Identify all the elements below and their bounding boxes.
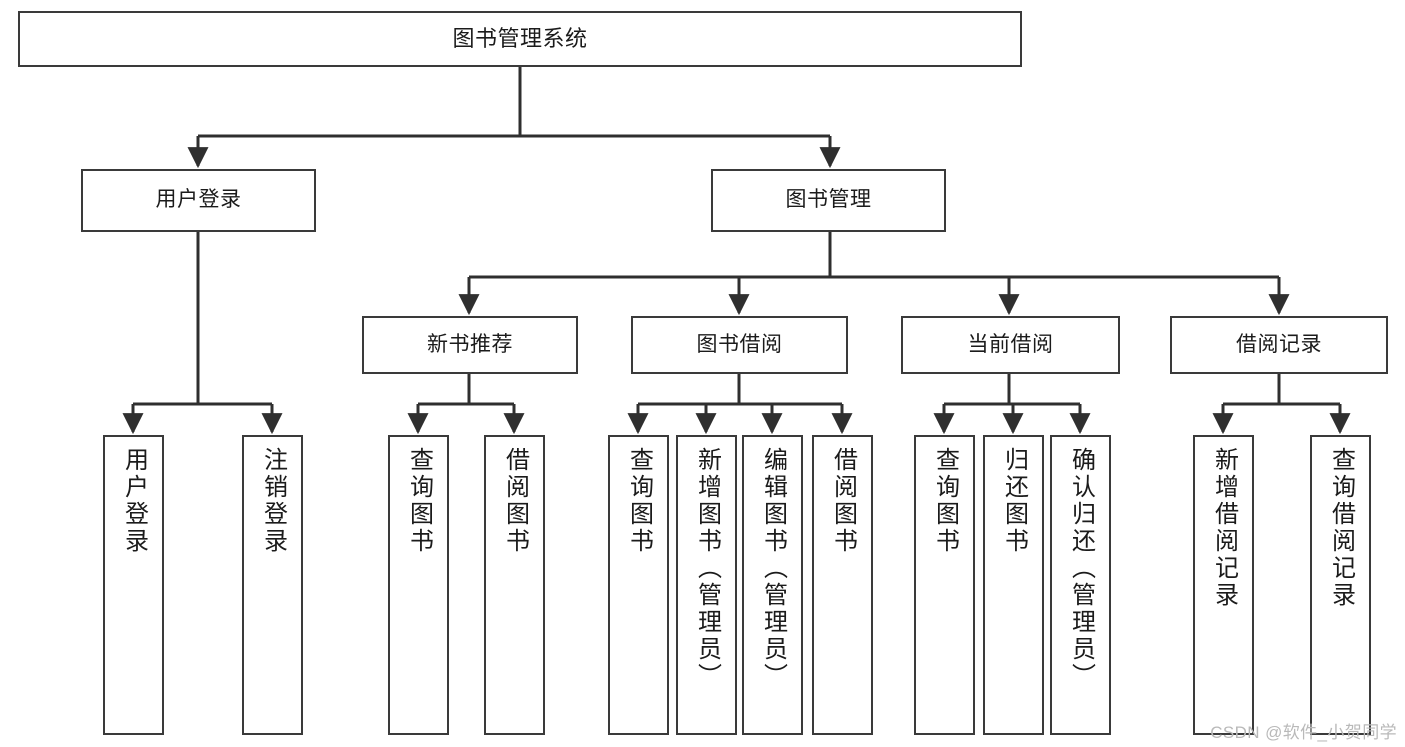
node-book-management[interactable]: 图书管理 bbox=[711, 169, 946, 232]
node-book-borrow[interactable]: 图书借阅 bbox=[631, 316, 848, 374]
node-user-login[interactable]: 用户登录 bbox=[81, 169, 316, 232]
node-leaf-add-book-label: 新增图书（管理员） bbox=[693, 447, 721, 690]
node-leaf-borrow-book-2-label: 借阅图书 bbox=[829, 447, 857, 555]
node-leaf-edit-book[interactable]: 编辑图书（管理员） bbox=[742, 435, 803, 735]
node-leaf-logout-label: 注销登录 bbox=[259, 447, 287, 555]
node-new-book-recommend[interactable]: 新书推荐 bbox=[362, 316, 578, 374]
node-leaf-return-book[interactable]: 归还图书 bbox=[983, 435, 1044, 735]
node-leaf-query-book-3[interactable]: 查询图书 bbox=[914, 435, 975, 735]
node-book-management-label: 图书管理 bbox=[785, 188, 872, 212]
node-leaf-borrow-book-1-label: 借阅图书 bbox=[501, 447, 529, 555]
node-leaf-user-login[interactable]: 用户登录 bbox=[103, 435, 164, 735]
node-root-label: 图书管理系统 bbox=[452, 26, 588, 52]
node-book-borrow-label: 图书借阅 bbox=[696, 332, 783, 356]
node-borrow-record[interactable]: 借阅记录 bbox=[1170, 316, 1388, 374]
node-new-book-recommend-label: 新书推荐 bbox=[427, 332, 513, 356]
node-current-borrow[interactable]: 当前借阅 bbox=[901, 316, 1120, 374]
node-leaf-query-book-1[interactable]: 查询图书 bbox=[388, 435, 449, 735]
node-leaf-query-book-1-label: 查询图书 bbox=[405, 447, 433, 555]
node-leaf-borrow-book-2[interactable]: 借阅图书 bbox=[812, 435, 873, 735]
node-borrow-record-label: 借阅记录 bbox=[1236, 332, 1322, 356]
node-leaf-add-record[interactable]: 新增借阅记录 bbox=[1193, 435, 1254, 735]
node-leaf-confirm-return-label: 确认归还（管理员） bbox=[1067, 447, 1095, 690]
node-leaf-query-record[interactable]: 查询借阅记录 bbox=[1310, 435, 1371, 735]
node-leaf-confirm-return[interactable]: 确认归还（管理员） bbox=[1050, 435, 1111, 735]
node-root[interactable]: 图书管理系统 bbox=[18, 11, 1022, 67]
node-leaf-query-book-3-label: 查询图书 bbox=[931, 447, 959, 555]
node-leaf-query-record-label: 查询借阅记录 bbox=[1327, 447, 1355, 609]
node-user-login-label: 用户登录 bbox=[155, 188, 242, 212]
node-leaf-borrow-book-1[interactable]: 借阅图书 bbox=[484, 435, 545, 735]
node-leaf-add-record-label: 新增借阅记录 bbox=[1210, 447, 1238, 609]
node-leaf-query-book-2-label: 查询图书 bbox=[625, 447, 653, 555]
watermark: CSDN @软件_小贺同学 bbox=[1210, 723, 1397, 742]
node-leaf-add-book[interactable]: 新增图书（管理员） bbox=[676, 435, 737, 735]
node-leaf-return-book-label: 归还图书 bbox=[1000, 447, 1028, 555]
node-leaf-user-login-label: 用户登录 bbox=[120, 447, 148, 555]
node-leaf-edit-book-label: 编辑图书（管理员） bbox=[759, 447, 787, 690]
node-leaf-logout[interactable]: 注销登录 bbox=[242, 435, 303, 735]
node-current-borrow-label: 当前借阅 bbox=[967, 332, 1054, 356]
node-leaf-query-book-2[interactable]: 查询图书 bbox=[608, 435, 669, 735]
